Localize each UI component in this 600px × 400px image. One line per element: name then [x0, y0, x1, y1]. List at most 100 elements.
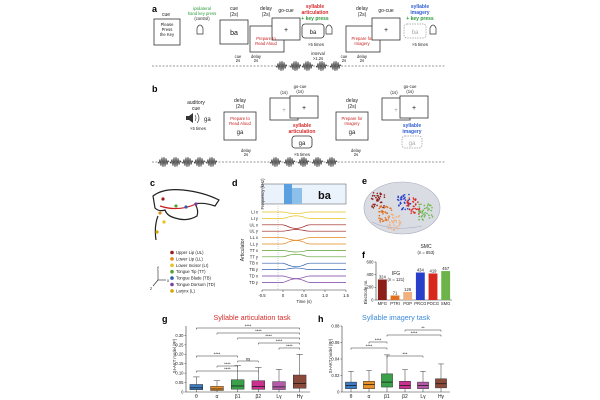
electrode-dot [380, 210, 383, 212]
thought-bubble-a2 [403, 23, 427, 39]
electrode-dot [408, 198, 411, 201]
tongue-curve [159, 203, 197, 210]
electrode-dot [404, 208, 407, 211]
electrode-dot [424, 214, 426, 216]
electrode-dot [383, 196, 386, 198]
g-xtick-label: Hγ [297, 394, 304, 400]
wave-b-burst [169, 157, 182, 167]
panel-d: d ba Frequency (kHz) LI xLI yUL xUL yLL … [232, 178, 350, 304]
g-sig-bracket [237, 360, 259, 363]
panel-d-label: d [232, 178, 238, 188]
h-xtick-label: β1 [384, 394, 390, 400]
electrode-dot [418, 212, 421, 214]
electrode-dot [394, 219, 397, 222]
a-t-cue2-2: 2s [342, 58, 346, 63]
electrode-dot [373, 205, 376, 207]
electrode-dot [376, 192, 379, 195]
panel-c-label: c [150, 178, 155, 188]
h-sig-bracket [368, 341, 388, 344]
electrode-dot [391, 216, 394, 219]
electrode-dot [390, 227, 393, 230]
brain-sulcus [371, 221, 423, 229]
g-sig-label: **** [286, 343, 293, 348]
a-t-delay-1: delay [251, 54, 262, 59]
g-sig-label: **** [245, 323, 252, 328]
wave-b-burst [283, 157, 296, 167]
axis-x-label: x [167, 278, 170, 283]
b-prep-1: Prepare to [230, 116, 250, 121]
b-plus-screen-2 [399, 95, 429, 119]
electrode-dot [372, 194, 374, 197]
wave-b-burst [205, 157, 218, 167]
hand-icon-2 [325, 24, 333, 35]
b-prep-img-2: Imagery [344, 121, 360, 126]
times-a1: ×5 times [308, 42, 324, 47]
d-row-label: UL y [250, 229, 259, 234]
electrode-dot [397, 227, 399, 230]
electrode-dot [398, 222, 401, 224]
electrode-dot [407, 205, 410, 207]
hand-icon-3 [429, 24, 437, 35]
electrode-dot [385, 206, 387, 208]
electrode-dot [424, 212, 427, 214]
f-xtick-label: PRCG [414, 301, 426, 306]
electrode-dot [376, 195, 379, 197]
f-smc-1: SMC [420, 244, 432, 250]
electrode-dot [393, 224, 395, 226]
electrode-dot [390, 209, 393, 211]
g-sig-bracket [196, 355, 238, 358]
img-title-1: syllable [411, 4, 430, 10]
press-line-1: Please [161, 22, 174, 27]
legend-c-marker [170, 289, 174, 293]
h-box [381, 373, 393, 388]
wave-a-burst [329, 61, 342, 71]
wave-b-burst [181, 157, 194, 167]
electrode-dot [382, 206, 384, 209]
a-cue2-line2: (2s) [230, 12, 239, 18]
electrode-dot [407, 199, 409, 202]
h-ytick-label: 0.02 [331, 373, 340, 378]
g-sig-bracket [237, 337, 300, 340]
h-xtick-label: θ [350, 394, 353, 400]
electrode-dot [397, 196, 400, 199]
electrode-dot [417, 208, 419, 210]
wave-b-burst [297, 157, 310, 167]
d-row-label: TD y [249, 280, 259, 285]
electrode-dot [419, 211, 422, 213]
electrode-dot [376, 198, 379, 200]
b-ga-aud: ga [204, 117, 211, 123]
f-xtick-label: PTRI [390, 301, 400, 306]
brain-surface [363, 181, 441, 235]
electrode-dot [426, 205, 429, 207]
sensor-larynx [155, 230, 159, 234]
electrode-dot [370, 197, 373, 200]
b-plus: + [302, 105, 306, 112]
g-sig-label: **** [276, 338, 283, 343]
electrode-dot [428, 208, 430, 210]
spectrogram-burst-2 [292, 188, 302, 204]
img-title-2: imagery [410, 10, 429, 16]
h-sig-bracket [386, 334, 442, 337]
h-sig-label: *** [403, 351, 408, 356]
spectrogram-burst-1 [284, 184, 292, 204]
legend-c-label: Tongue Tip (TT) [176, 269, 206, 274]
electrode-dot [398, 219, 401, 222]
electrode-dot [374, 203, 376, 206]
electrode-dot [381, 218, 384, 221]
electrode-dot [428, 214, 430, 216]
electrode-dot [378, 217, 380, 219]
spectrogram [261, 183, 347, 205]
f-bar [415, 272, 425, 300]
electrode-dot [398, 214, 401, 217]
b-aud-2: cue [192, 106, 200, 112]
electrode-dot [382, 220, 385, 222]
electrode-dot [384, 211, 387, 213]
b-prep-2: Read Aloud [229, 121, 251, 126]
electrode-dot [430, 214, 433, 216]
f-bar-value: 457 [442, 266, 450, 271]
electrode-dot [403, 201, 406, 204]
electrode-dot [389, 207, 391, 209]
f-bar [428, 273, 438, 300]
b-stim2-ga: ga [349, 130, 356, 136]
